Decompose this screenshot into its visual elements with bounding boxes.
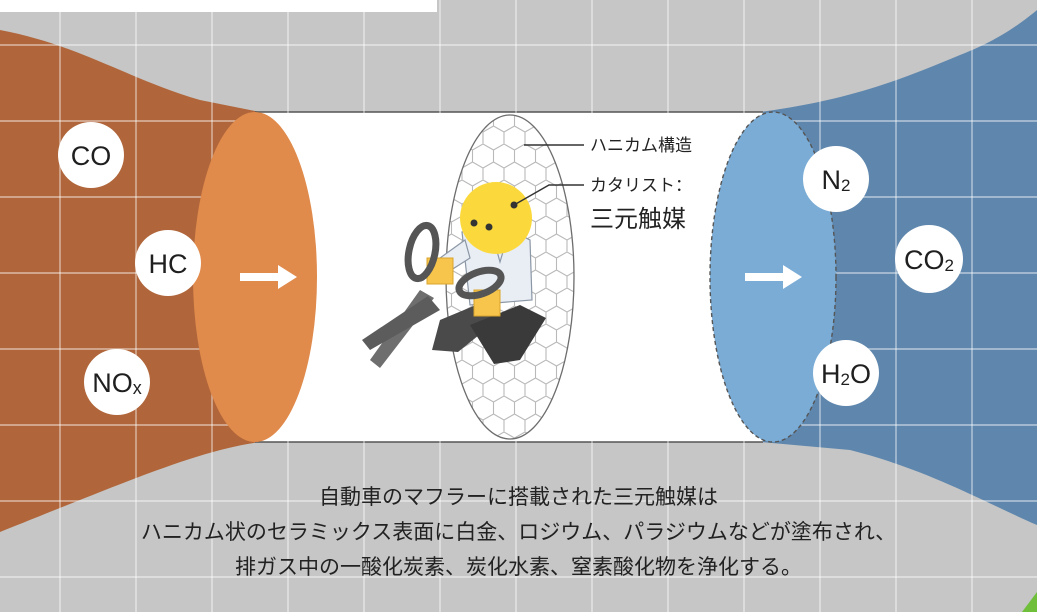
arrow-right-icon xyxy=(745,265,802,289)
gas-h2o-bubble: H2O xyxy=(813,340,879,406)
gas-h2o-label: H2O xyxy=(821,359,871,389)
gas-co-label: CO xyxy=(71,141,112,171)
corner-accent xyxy=(1022,592,1037,612)
caption-line-1: 自動車のマフラーに搭載された三元触媒は xyxy=(319,485,718,509)
gas-hc-bubble: HC xyxy=(135,230,201,296)
catalyst-leader-line xyxy=(513,184,584,206)
catalyst-leader-dot xyxy=(510,201,518,209)
gas-co2-label: CO2 xyxy=(904,245,954,275)
gas-nox-bubble: NOx xyxy=(84,349,150,415)
caption-line-2: ハニカム状のセラミックス表面に白金、ロジウム、パラジウムなどが塗布され、 xyxy=(140,520,897,544)
caption: 自動車のマフラーに搭載された三元触媒は ハニカム状のセラミックス表面に白金、ロジ… xyxy=(0,480,1037,585)
caption-line-3: 排ガス中の一酸化炭素、炭化水素、窒素酸化物を浄化する。 xyxy=(235,555,802,579)
gas-nox-label: NOx xyxy=(92,368,142,398)
top-strip xyxy=(0,0,437,12)
gas-n2-label: N2 xyxy=(822,165,851,195)
honeycomb-label: ハニカム構造 xyxy=(590,136,692,156)
gas-hc-label: HC xyxy=(149,249,188,279)
catalyst-label: カタリスト： xyxy=(590,176,692,196)
gas-co2-bubble: CO2 xyxy=(895,225,963,293)
catalyst-type-label: 三元触媒 xyxy=(590,205,686,233)
gas-n2-bubble: N2 xyxy=(803,146,869,212)
scissors-icon xyxy=(362,221,505,368)
catalyst-character-icon xyxy=(426,182,546,364)
gas-co-bubble: CO xyxy=(58,122,124,188)
arrow-right-icon xyxy=(240,265,297,289)
